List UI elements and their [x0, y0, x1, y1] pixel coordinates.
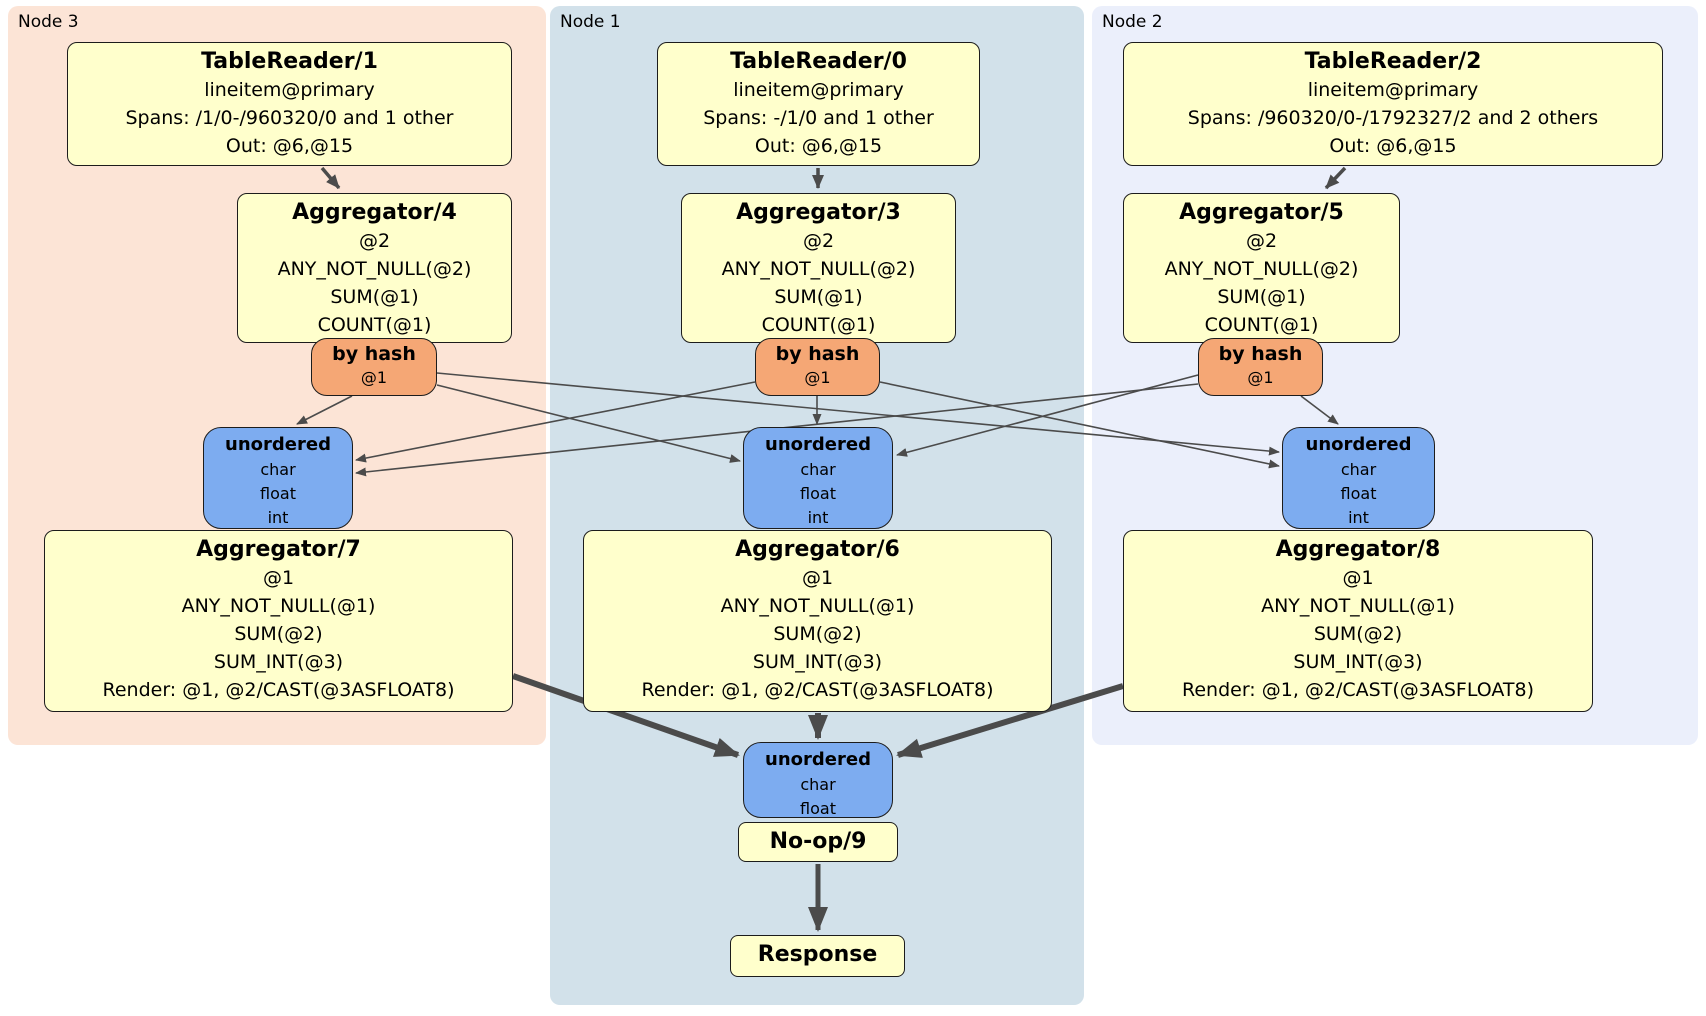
sync-title: unordered	[765, 749, 871, 770]
router-detail: @1	[804, 368, 831, 387]
processor-title: TableReader/0	[730, 49, 907, 74]
sync-type: float	[800, 484, 836, 503]
sync-type: char	[800, 460, 836, 479]
processor-noop-9: No-op/9	[738, 822, 898, 862]
processor-detail: SUM(@1)	[1217, 286, 1306, 308]
processor-title: Aggregator/5	[1179, 200, 1344, 225]
processor-detail: SUM(@2)	[234, 623, 323, 645]
processor-detail: Out: @6,@15	[1329, 135, 1457, 157]
processor-aggregator-6: Aggregator/6 @1 ANY_NOT_NULL(@1) SUM(@2)…	[583, 530, 1052, 712]
processor-detail: COUNT(@1)	[317, 314, 432, 336]
sync-type: int	[267, 508, 289, 527]
processor-detail: ANY_NOT_NULL(@1)	[181, 595, 376, 617]
processor-aggregator-3: Aggregator/3 @2 ANY_NOT_NULL(@2) SUM(@1)…	[681, 193, 956, 343]
processor-tablereader-2: TableReader/2 lineitem@primary Spans: /9…	[1123, 42, 1663, 166]
processor-detail: Render: @1, @2/CAST(@3ASFLOAT8)	[1182, 679, 1534, 701]
processor-title: TableReader/1	[201, 49, 378, 74]
processor-detail: SUM(@1)	[330, 286, 419, 308]
sync-type: char	[800, 775, 836, 794]
processor-title: Aggregator/4	[292, 200, 457, 225]
processor-aggregator-5: Aggregator/5 @2 ANY_NOT_NULL(@2) SUM(@1)…	[1123, 193, 1400, 343]
processor-detail: @1	[262, 567, 295, 589]
sync-type: float	[260, 484, 296, 503]
router-byhash-node2: by hash @1	[1198, 338, 1323, 396]
processor-tablereader-1: TableReader/1 lineitem@primary Spans: /1…	[67, 42, 512, 166]
processor-detail: SUM(@2)	[1313, 623, 1403, 645]
sync-title: unordered	[765, 434, 871, 455]
processor-detail: @1	[801, 567, 834, 589]
sync-type: int	[1348, 508, 1369, 527]
processor-detail: @2	[1245, 230, 1278, 252]
region-node3-label: Node 3	[18, 12, 79, 32]
processor-title: Aggregator/8	[1275, 537, 1441, 562]
processor-detail: lineitem@primary	[733, 79, 904, 101]
processor-detail: Spans: /960320/0-/1792327/2 and 2 others	[1187, 107, 1599, 129]
processor-detail: SUM(@1)	[774, 286, 863, 308]
processor-tablereader-0: TableReader/0 lineitem@primary Spans: -/…	[657, 42, 980, 166]
processor-detail: COUNT(@1)	[1204, 314, 1319, 336]
response-node: Response	[730, 935, 905, 977]
processor-detail: ANY_NOT_NULL(@1)	[720, 595, 915, 617]
router-byhash-node1: by hash @1	[755, 338, 880, 396]
processor-detail: SUM_INT(@3)	[752, 651, 883, 673]
processor-detail: Spans: /1/0-/960320/0 and 1 other	[125, 107, 454, 129]
router-detail: @1	[360, 368, 388, 387]
sync-unordered-node2: unordered char float int	[1282, 427, 1435, 529]
processor-detail: ANY_NOT_NULL(@2)	[277, 258, 472, 280]
router-title: by hash	[332, 343, 416, 365]
processor-detail: SUM_INT(@3)	[1293, 651, 1423, 673]
sync-type: char	[1340, 460, 1377, 479]
sync-type: char	[260, 460, 296, 479]
processor-detail: @2	[802, 230, 835, 252]
response-title: Response	[757, 942, 878, 967]
sync-title: unordered	[225, 434, 331, 455]
router-detail: @1	[1247, 368, 1274, 387]
processor-detail: lineitem@primary	[204, 79, 375, 101]
sync-type: float	[1340, 484, 1377, 503]
processor-detail: COUNT(@1)	[761, 314, 876, 336]
processor-detail: ANY_NOT_NULL(@1)	[1261, 595, 1455, 617]
processor-detail: Out: @6,@15	[225, 135, 354, 157]
processor-aggregator-7: Aggregator/7 @1 ANY_NOT_NULL(@1) SUM(@2)…	[44, 530, 513, 712]
processor-detail: Render: @1, @2/CAST(@3ASFLOAT8)	[641, 679, 994, 701]
processor-title: Aggregator/7	[196, 537, 361, 562]
processor-detail: ANY_NOT_NULL(@2)	[1164, 258, 1359, 280]
processor-detail: lineitem@primary	[1307, 79, 1479, 101]
sync-type: float	[800, 799, 836, 818]
processor-detail: Spans: -/1/0 and 1 other	[703, 107, 934, 129]
sync-unordered-final: unordered char float	[743, 742, 893, 818]
processor-detail: @2	[358, 230, 391, 252]
processor-title: Aggregator/3	[736, 200, 901, 225]
processor-detail: SUM(@2)	[773, 623, 862, 645]
processor-detail: Out: @6,@15	[754, 135, 883, 157]
processor-detail: Render: @1, @2/CAST(@3ASFLOAT8)	[102, 679, 455, 701]
sync-unordered-node1: unordered char float int	[743, 427, 893, 529]
processor-detail: @1	[1342, 567, 1374, 589]
region-node2-label: Node 2	[1102, 12, 1163, 32]
processor-detail: ANY_NOT_NULL(@2)	[721, 258, 916, 280]
processor-detail: SUM_INT(@3)	[213, 651, 344, 673]
router-title: by hash	[775, 343, 860, 365]
processor-aggregator-8: Aggregator/8 @1 ANY_NOT_NULL(@1) SUM(@2)…	[1123, 530, 1593, 712]
processor-title: No-op/9	[769, 829, 867, 854]
processor-title: TableReader/2	[1304, 49, 1482, 74]
router-title: by hash	[1218, 343, 1303, 365]
processor-title: Aggregator/6	[735, 537, 900, 562]
region-node1-label: Node 1	[560, 12, 621, 32]
processor-aggregator-4: Aggregator/4 @2 ANY_NOT_NULL(@2) SUM(@1)…	[237, 193, 512, 343]
sync-unordered-node3: unordered char float int	[203, 427, 353, 529]
sync-title: unordered	[1305, 434, 1412, 455]
router-byhash-node3: by hash @1	[311, 338, 437, 396]
sync-type: int	[807, 508, 829, 527]
